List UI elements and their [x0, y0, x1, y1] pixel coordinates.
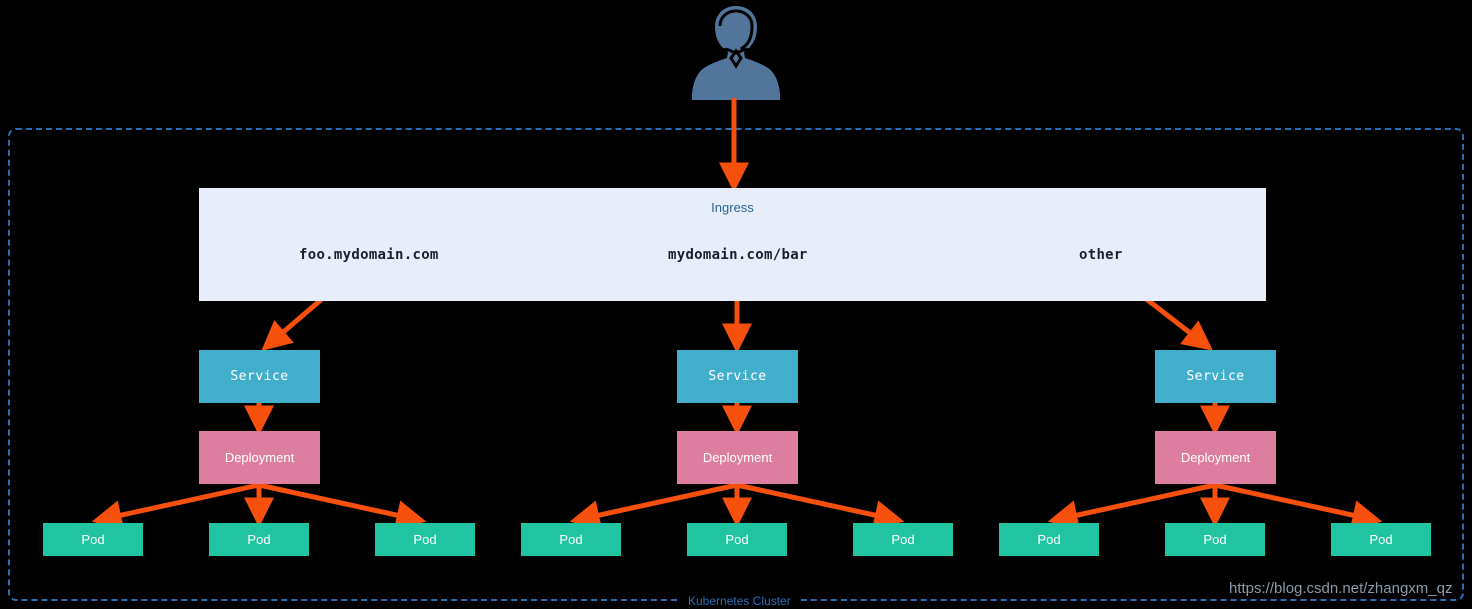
pod-node-middle-3[interactable]: Pod: [853, 523, 953, 556]
ingress-label: Ingress: [711, 200, 754, 215]
service-node-middle[interactable]: Service: [677, 350, 798, 403]
user-avatar-icon: [690, 4, 782, 100]
ingress-node[interactable]: Ingress: [199, 188, 1266, 301]
route-label-other: other: [1079, 247, 1123, 263]
pod-node-right-3[interactable]: Pod: [1331, 523, 1431, 556]
kubernetes-cluster-label: Kubernetes Cluster: [680, 594, 799, 608]
pod-node-middle-2[interactable]: Pod: [687, 523, 787, 556]
service-node-left[interactable]: Service: [199, 350, 320, 403]
pod-node-middle-1[interactable]: Pod: [521, 523, 621, 556]
deployment-node-left[interactable]: Deployment: [199, 431, 320, 484]
route-label-bar: mydomain.com/bar: [668, 247, 808, 263]
pod-node-right-1[interactable]: Pod: [999, 523, 1099, 556]
pod-node-left-1[interactable]: Pod: [43, 523, 143, 556]
pod-node-left-3[interactable]: Pod: [375, 523, 475, 556]
deployment-node-middle[interactable]: Deployment: [677, 431, 798, 484]
pod-node-right-2[interactable]: Pod: [1165, 523, 1265, 556]
deployment-node-right[interactable]: Deployment: [1155, 431, 1276, 484]
pod-node-left-2[interactable]: Pod: [209, 523, 309, 556]
watermark-text: https://blog.csdn.net/zhangxm_qz: [1229, 580, 1453, 597]
service-node-right[interactable]: Service: [1155, 350, 1276, 403]
route-label-foo: foo.mydomain.com: [299, 247, 439, 263]
